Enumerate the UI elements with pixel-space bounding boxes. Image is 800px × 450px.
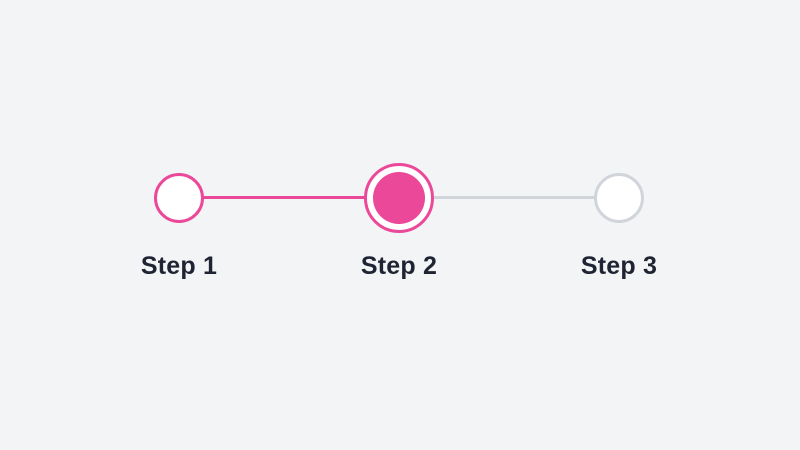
step-1-circle[interactable] xyxy=(154,173,204,223)
step-2-label: Step 2 xyxy=(360,252,438,280)
step-1[interactable]: Step 1 xyxy=(99,0,259,300)
step-3[interactable]: Step 3 xyxy=(539,0,699,300)
step-3-circle[interactable] xyxy=(594,173,644,223)
step-2-circle[interactable] xyxy=(364,163,434,233)
step-2[interactable]: Step 2 xyxy=(319,0,479,300)
connector-completed xyxy=(202,196,368,199)
step-1-label: Step 1 xyxy=(140,252,218,280)
step-2-active-dot xyxy=(373,172,425,224)
step-3-label: Step 3 xyxy=(580,252,658,280)
connector-upcoming xyxy=(430,196,596,199)
